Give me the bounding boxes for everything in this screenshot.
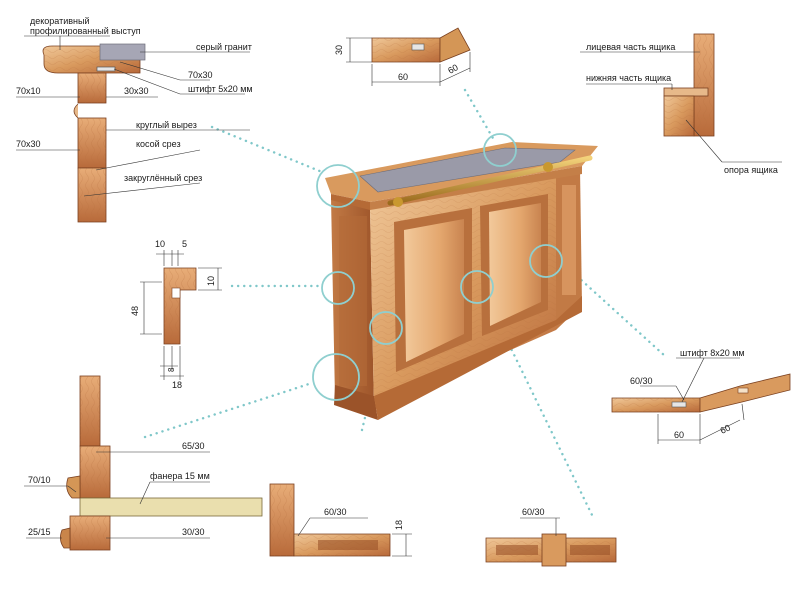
label-panel-joint-60-30: 60/30 <box>522 507 545 517</box>
detail-top-profile: декоративный профилированный выступ серы… <box>16 16 253 223</box>
label-panel-corner-18: 18 <box>394 520 404 530</box>
label-30x30: 30х30 <box>124 86 149 96</box>
label-base-65-30: 65/30 <box>182 441 205 451</box>
circle-frame <box>321 271 355 305</box>
label-drawer-front: лицевая часть ящика <box>586 42 675 52</box>
circle-panel-corner <box>369 311 403 345</box>
label-panel-corner-60-30: 60/30 <box>324 507 347 517</box>
label-pin-8x20: штифт 8х20 мм <box>680 348 745 358</box>
brass-rail-mount-right <box>543 162 553 172</box>
circle-panel-joint <box>460 270 494 304</box>
label-70x30-top: 70х30 <box>188 70 213 80</box>
label-70x10: 70х10 <box>16 86 41 96</box>
label-base-70-10: 70/10 <box>28 475 51 485</box>
label-right-60-30: 60/30 <box>630 376 653 386</box>
label-drawer-bottom: нижняя часть ящика <box>586 73 671 83</box>
label-rounded-cut: закруглённый срез <box>124 173 202 183</box>
label-base-25-15: 25/15 <box>28 527 51 537</box>
label-frame-48: 48 <box>130 306 140 316</box>
brass-rail <box>387 155 593 206</box>
label-frame-10-side: 10 <box>206 276 216 286</box>
connector-top-corner <box>463 88 496 142</box>
detail-top-corner: 30 60 60 <box>334 27 471 86</box>
circle-base <box>312 353 360 401</box>
label-frame-5: 5 <box>182 239 187 249</box>
plinth-front <box>374 296 582 420</box>
label-70x30-side: 70х30 <box>16 139 41 149</box>
label-base-plywood: фанера 15 мм <box>150 471 210 481</box>
connector-panel-joint <box>483 293 594 517</box>
label-pin-5x20: штифт 5х20 мм <box>188 84 253 94</box>
door-right-panel <box>489 203 541 326</box>
label-base-30-30: 30/30 <box>182 527 205 537</box>
connector-right-corner <box>566 266 667 358</box>
circle-right-corner <box>529 244 563 278</box>
label-60-b: 60 <box>446 62 460 76</box>
connector-base <box>143 381 314 439</box>
counter-granite <box>360 148 575 192</box>
label-round-cut: круглый вырез <box>136 120 197 130</box>
label-frame-18: 18 <box>172 380 182 390</box>
granite-slab <box>99 43 146 61</box>
detail-panel-joint: 60/30 <box>485 507 617 567</box>
label-decorative-2: профилированный выступ <box>30 26 141 36</box>
detail-drawer: лицевая часть ящика нижняя часть ящика о… <box>580 33 782 175</box>
pin <box>96 66 116 72</box>
plinth-left <box>334 385 378 420</box>
label-frame-8: 8 <box>167 367 176 372</box>
label-drawer-support: опора ящика <box>724 165 778 175</box>
detail-panel-corner: 60/30 18 <box>269 483 412 557</box>
label-frame-10: 10 <box>155 239 165 249</box>
circle-top-corner <box>483 133 517 167</box>
label-right-60-a: 60 <box>674 430 684 440</box>
label-60-a: 60 <box>398 72 408 82</box>
circle-top-profile <box>316 164 360 208</box>
label-decorative-1: декоративный <box>30 16 90 26</box>
label-bevel-cut: косой срез <box>136 139 181 149</box>
detail-base: 65/30 70/10 фанера 15 мм 25/15 30/30 <box>24 375 263 551</box>
label-granite: серый гранит <box>196 42 252 52</box>
label-right-60-b: 60 <box>719 423 732 436</box>
cabinet-left-side-panel <box>339 216 367 386</box>
plywood-sheet <box>79 497 263 517</box>
detail-frame: 10 5 48 10 8 18 <box>130 239 222 390</box>
brass-rail-mount-left <box>393 197 403 207</box>
connector-top-profile <box>210 125 324 174</box>
highlight-circles <box>312 133 563 401</box>
door-left-panel <box>404 219 464 362</box>
label-30: 30 <box>334 45 344 55</box>
detail-right-corner: штифт 8х20 мм 60/30 60 60 <box>611 348 791 444</box>
